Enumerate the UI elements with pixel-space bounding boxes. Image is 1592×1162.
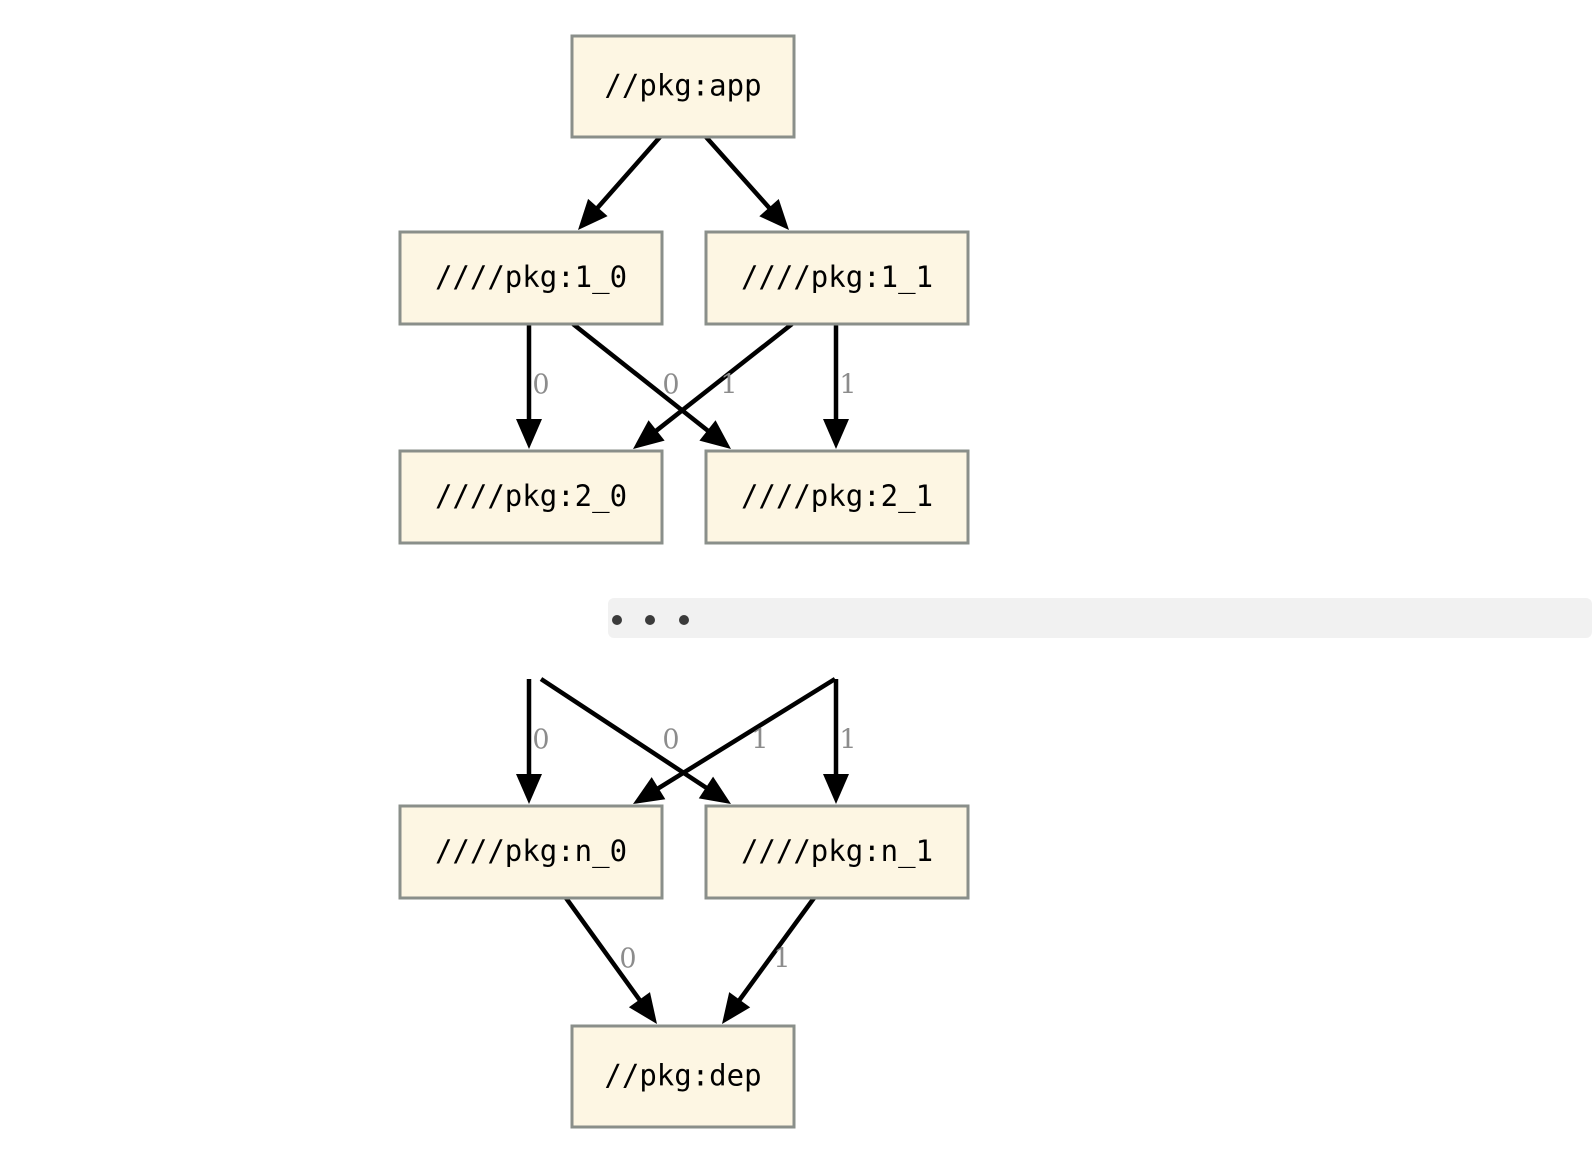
edge-arrowhead: [699, 420, 731, 449]
node-label: //pkg:dep: [604, 1059, 761, 1093]
node-box[interactable]: [398, 804, 664, 900]
graph-node-n1_1[interactable]: ////pkg:1_1: [704, 230, 970, 326]
graph-edge[interactable]: [722, 896, 816, 1024]
ellipsis-band: [608, 598, 1592, 638]
graph-edge[interactable]: [704, 135, 789, 230]
edge-arrowhead: [633, 777, 666, 804]
edge-label: 0: [619, 944, 636, 975]
graph-edge[interactable]: [823, 324, 849, 449]
edge-label: 1: [751, 725, 768, 756]
edge-arrowhead: [628, 992, 657, 1024]
graph-edge[interactable]: [571, 322, 731, 449]
node-label: ////pkg:n_0: [435, 834, 627, 869]
node-label: ////pkg:2_0: [435, 479, 627, 514]
edge-label: 1: [839, 370, 856, 401]
node-box[interactable]: [398, 449, 664, 545]
graph-node-nn_0[interactable]: ////pkg:n_0: [398, 804, 664, 900]
graph-node-app[interactable]: //pkg:app: [570, 34, 796, 139]
edge-line: [564, 896, 644, 1005]
node-label: ////pkg:1_0: [435, 260, 627, 295]
edge-arrowhead: [516, 419, 542, 449]
edge-label: 0: [662, 725, 679, 756]
edge-arrowhead: [633, 420, 665, 449]
ellipsis-dot: [645, 615, 655, 625]
edge-line: [653, 677, 837, 793]
edge-arrowhead: [516, 774, 542, 804]
edge-arrowhead: [722, 992, 751, 1024]
node-box[interactable]: [398, 230, 664, 326]
graph-edge[interactable]: [633, 322, 794, 449]
edge-label: 0: [532, 725, 549, 756]
graph-edge[interactable]: [516, 324, 542, 449]
ellipsis-dot: [679, 615, 689, 625]
graph-edge[interactable]: [516, 679, 542, 804]
graph-edge[interactable]: [823, 679, 849, 804]
graph-node-n1_0[interactable]: ////pkg:1_0: [398, 230, 664, 326]
node-label: //pkg:app: [604, 69, 761, 103]
edge-labels-layer: 0 0 1 1 0 0 1 1 0 1: [532, 370, 856, 975]
edge-label: 0: [532, 370, 549, 401]
node-box[interactable]: [704, 804, 970, 900]
edge-line: [704, 135, 774, 213]
node-box[interactable]: [570, 1024, 796, 1129]
graph-node-n2_1[interactable]: ////pkg:2_1: [704, 449, 970, 545]
node-label: ////pkg:1_1: [741, 260, 933, 295]
node-box[interactable]: [570, 34, 796, 139]
edge-label: 1: [773, 944, 790, 975]
graph-node-nn_1[interactable]: ////pkg:n_1: [704, 804, 970, 900]
edge-arrowhead: [823, 774, 849, 804]
edge-line: [571, 322, 713, 435]
node-box[interactable]: [704, 230, 970, 326]
edge-label: 1: [720, 370, 737, 401]
edge-arrowhead: [698, 776, 731, 804]
edge-line: [735, 896, 816, 1005]
graph-edge[interactable]: [539, 677, 731, 804]
edge-arrowhead: [823, 419, 849, 449]
edges-layer: [516, 135, 849, 1024]
graph-edge[interactable]: [564, 896, 657, 1024]
edge-label: 1: [839, 725, 856, 756]
edge-line: [593, 135, 662, 212]
edge-arrowhead: [759, 198, 789, 230]
node-label: ////pkg:n_1: [741, 834, 933, 869]
ellipsis-separator: [608, 598, 1592, 638]
graph-edge[interactable]: [633, 677, 837, 804]
edge-arrowhead: [578, 198, 608, 230]
edge-line: [652, 322, 794, 435]
edge-line: [539, 677, 711, 792]
node-box[interactable]: [704, 449, 970, 545]
nodes-layer: //pkg:app ////pkg:1_0 ////pkg:1_1 ////pkg:2…: [398, 34, 970, 1129]
node-label: ////pkg:2_1: [741, 479, 933, 514]
graph-node-dep[interactable]: //pkg:dep: [570, 1024, 796, 1129]
graph-node-n2_0[interactable]: ////pkg:2_0: [398, 449, 664, 545]
graph-edge[interactable]: [578, 135, 662, 230]
edge-label: 0: [662, 370, 679, 401]
ellipsis-dot: [612, 615, 622, 625]
